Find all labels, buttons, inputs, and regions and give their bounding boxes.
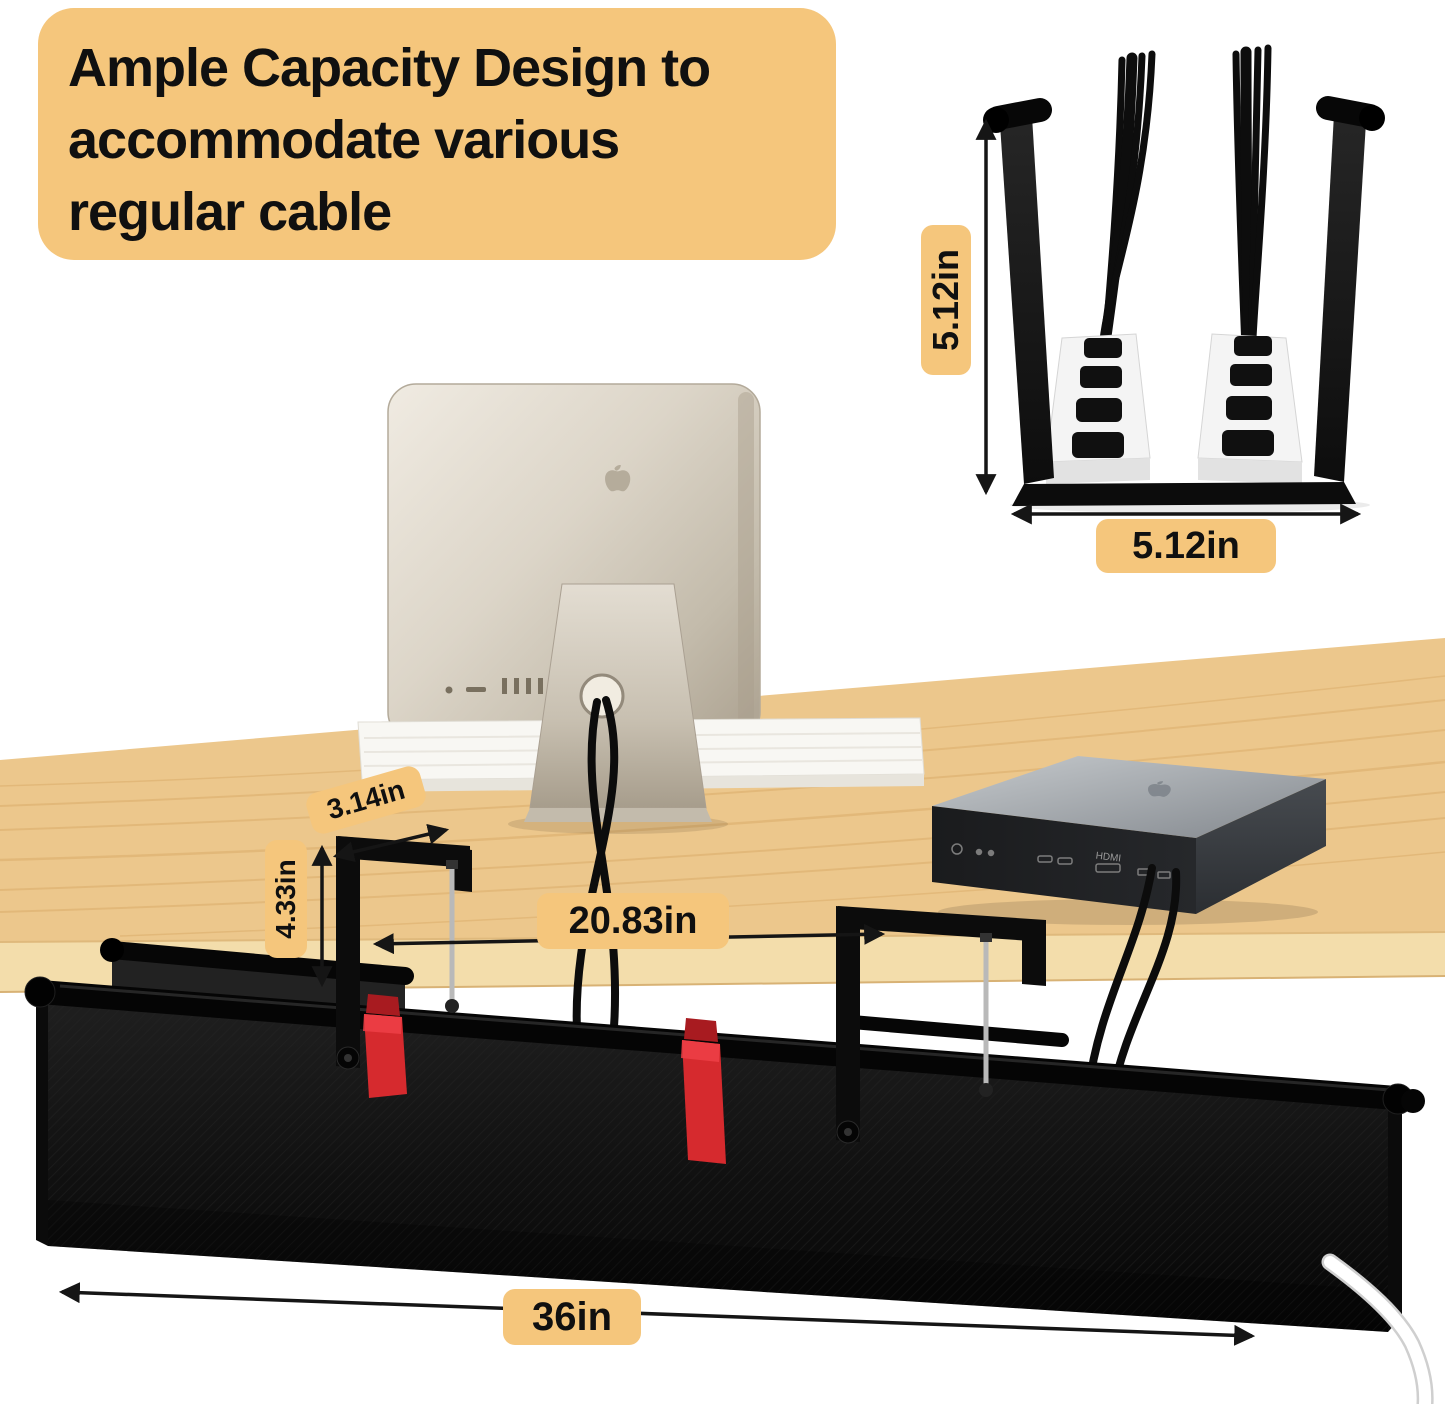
clamp-right [836, 906, 1046, 1144]
cross-section-base [1012, 482, 1356, 506]
headline-line: Ample Capacity Design to [68, 38, 711, 98]
mac-mini-ports [951, 843, 1171, 879]
cross-section-wall-left [1000, 116, 1054, 484]
headline-line: accommodate various [68, 110, 620, 170]
dimension-label-clamp-height: 4.33in [265, 840, 307, 958]
cable-hole [579, 673, 625, 719]
headline-line: regular cable [68, 182, 392, 242]
dimension-label-tray-length: 36in [503, 1289, 641, 1345]
hdmi-port-label: HDMI [1095, 851, 1122, 865]
power-strip-left [1045, 333, 1151, 484]
mac-mini: HDMI [932, 756, 1326, 925]
headline-callout: Ample Capacity Design to accommodate var… [38, 8, 836, 260]
power-strip-right [1197, 333, 1303, 484]
arrow-clamp-depth [332, 823, 450, 863]
dimension-label-cross-width: 5.12in [1096, 519, 1276, 573]
cross-section-rods [983, 96, 1385, 133]
cross-section [983, 44, 1385, 513]
cable-tray [24, 938, 1425, 1332]
cross-section-wall-right [1314, 114, 1366, 482]
power-cable-white [1321, 1253, 1434, 1404]
arrow-tray-length [58, 1282, 1256, 1346]
monitor-stand [508, 583, 728, 834]
dimension-label-clamp-spacing: 20.83in [537, 893, 729, 949]
strap-right [681, 1018, 726, 1164]
strap-left [363, 994, 407, 1098]
dimension-label-cross-height: 5.12in [921, 225, 971, 375]
